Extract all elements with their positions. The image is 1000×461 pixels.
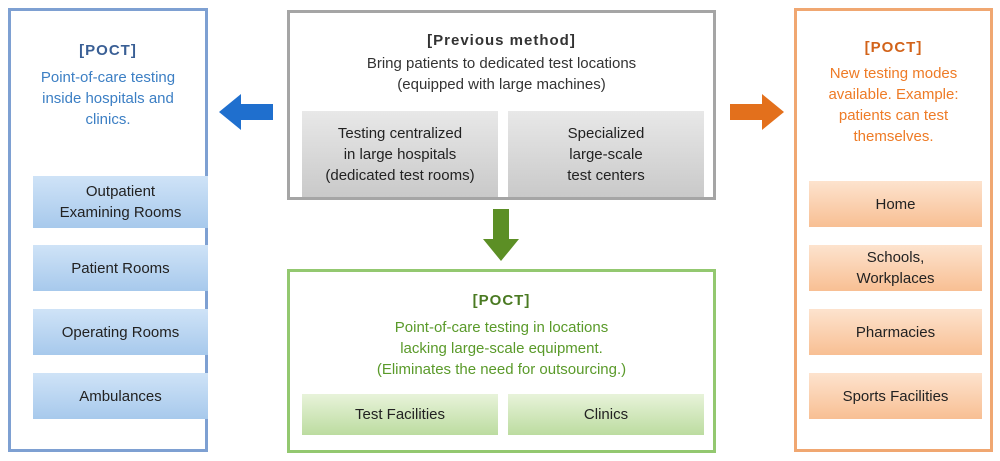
- home-box: Home: [809, 181, 982, 227]
- right-heading: [POCT]: [864, 39, 923, 56]
- clinics-box: Clinics: [508, 394, 704, 435]
- left-arrow-icon: [219, 94, 273, 130]
- patient-rooms-box: Patient Rooms: [33, 245, 208, 291]
- pharmacies-box: Pharmacies: [809, 309, 982, 355]
- self-testing-poct-panel: [POCT] New testing modes available. Exam…: [794, 8, 993, 452]
- ambulances-box: Ambulances: [33, 373, 208, 419]
- large-scale-centers-box: Specialized large-scale test centers: [508, 111, 704, 197]
- right-arrow-icon: [730, 94, 784, 130]
- centralized-hospitals-box: Testing centralized in large hospitals (…: [302, 111, 498, 197]
- previous-heading: [Previous method]: [427, 32, 576, 49]
- center-description: Point-of-care testing in locations lacki…: [290, 317, 713, 380]
- center-desc-line: lacking large-scale equipment.: [400, 340, 603, 357]
- right-desc-line: New testing modes: [829, 65, 958, 82]
- test-facilities-box: Test Facilities: [302, 394, 498, 435]
- operating-rooms-box: Operating Rooms: [33, 309, 208, 355]
- right-desc-line: patients can test: [838, 107, 949, 124]
- hospital-poct-panel: [POCT] Point-of-care testing inside hosp…: [8, 8, 208, 452]
- left-heading: [POCT]: [79, 42, 137, 59]
- left-description: Point-of-care testing inside hospitals a…: [11, 67, 205, 130]
- left-desc-line: inside hospitals and: [42, 90, 174, 107]
- previous-method-panel: [Previous method] Bring patients to dedi…: [287, 10, 716, 200]
- previous-desc-line: Bring patients to dedicated test locatio…: [366, 55, 637, 72]
- center-desc-line: (Eliminates the need for outsourcing.): [376, 361, 627, 378]
- outpatient-rooms-box: Outpatient Examining Rooms: [33, 176, 208, 228]
- left-desc-line: clinics.: [85, 111, 131, 128]
- previous-desc-line: (equipped with large machines): [397, 76, 606, 93]
- sports-facilities-box: Sports Facilities: [809, 373, 982, 419]
- down-arrow-icon: [483, 209, 519, 261]
- center-heading: [POCT]: [472, 292, 531, 309]
- right-description: New testing modes available. Example: pa…: [797, 63, 990, 147]
- previous-description: Bring patients to dedicated test locatio…: [290, 53, 713, 95]
- right-desc-line: available. Example:: [828, 86, 959, 103]
- right-desc-line: themselves.: [853, 128, 934, 145]
- schools-workplaces-box: Schools, Workplaces: [809, 245, 982, 291]
- local-poct-panel: [POCT] Point-of-care testing in location…: [287, 269, 716, 453]
- center-desc-line: Point-of-care testing in locations: [394, 319, 609, 336]
- left-desc-line: Point-of-care testing: [40, 69, 176, 86]
